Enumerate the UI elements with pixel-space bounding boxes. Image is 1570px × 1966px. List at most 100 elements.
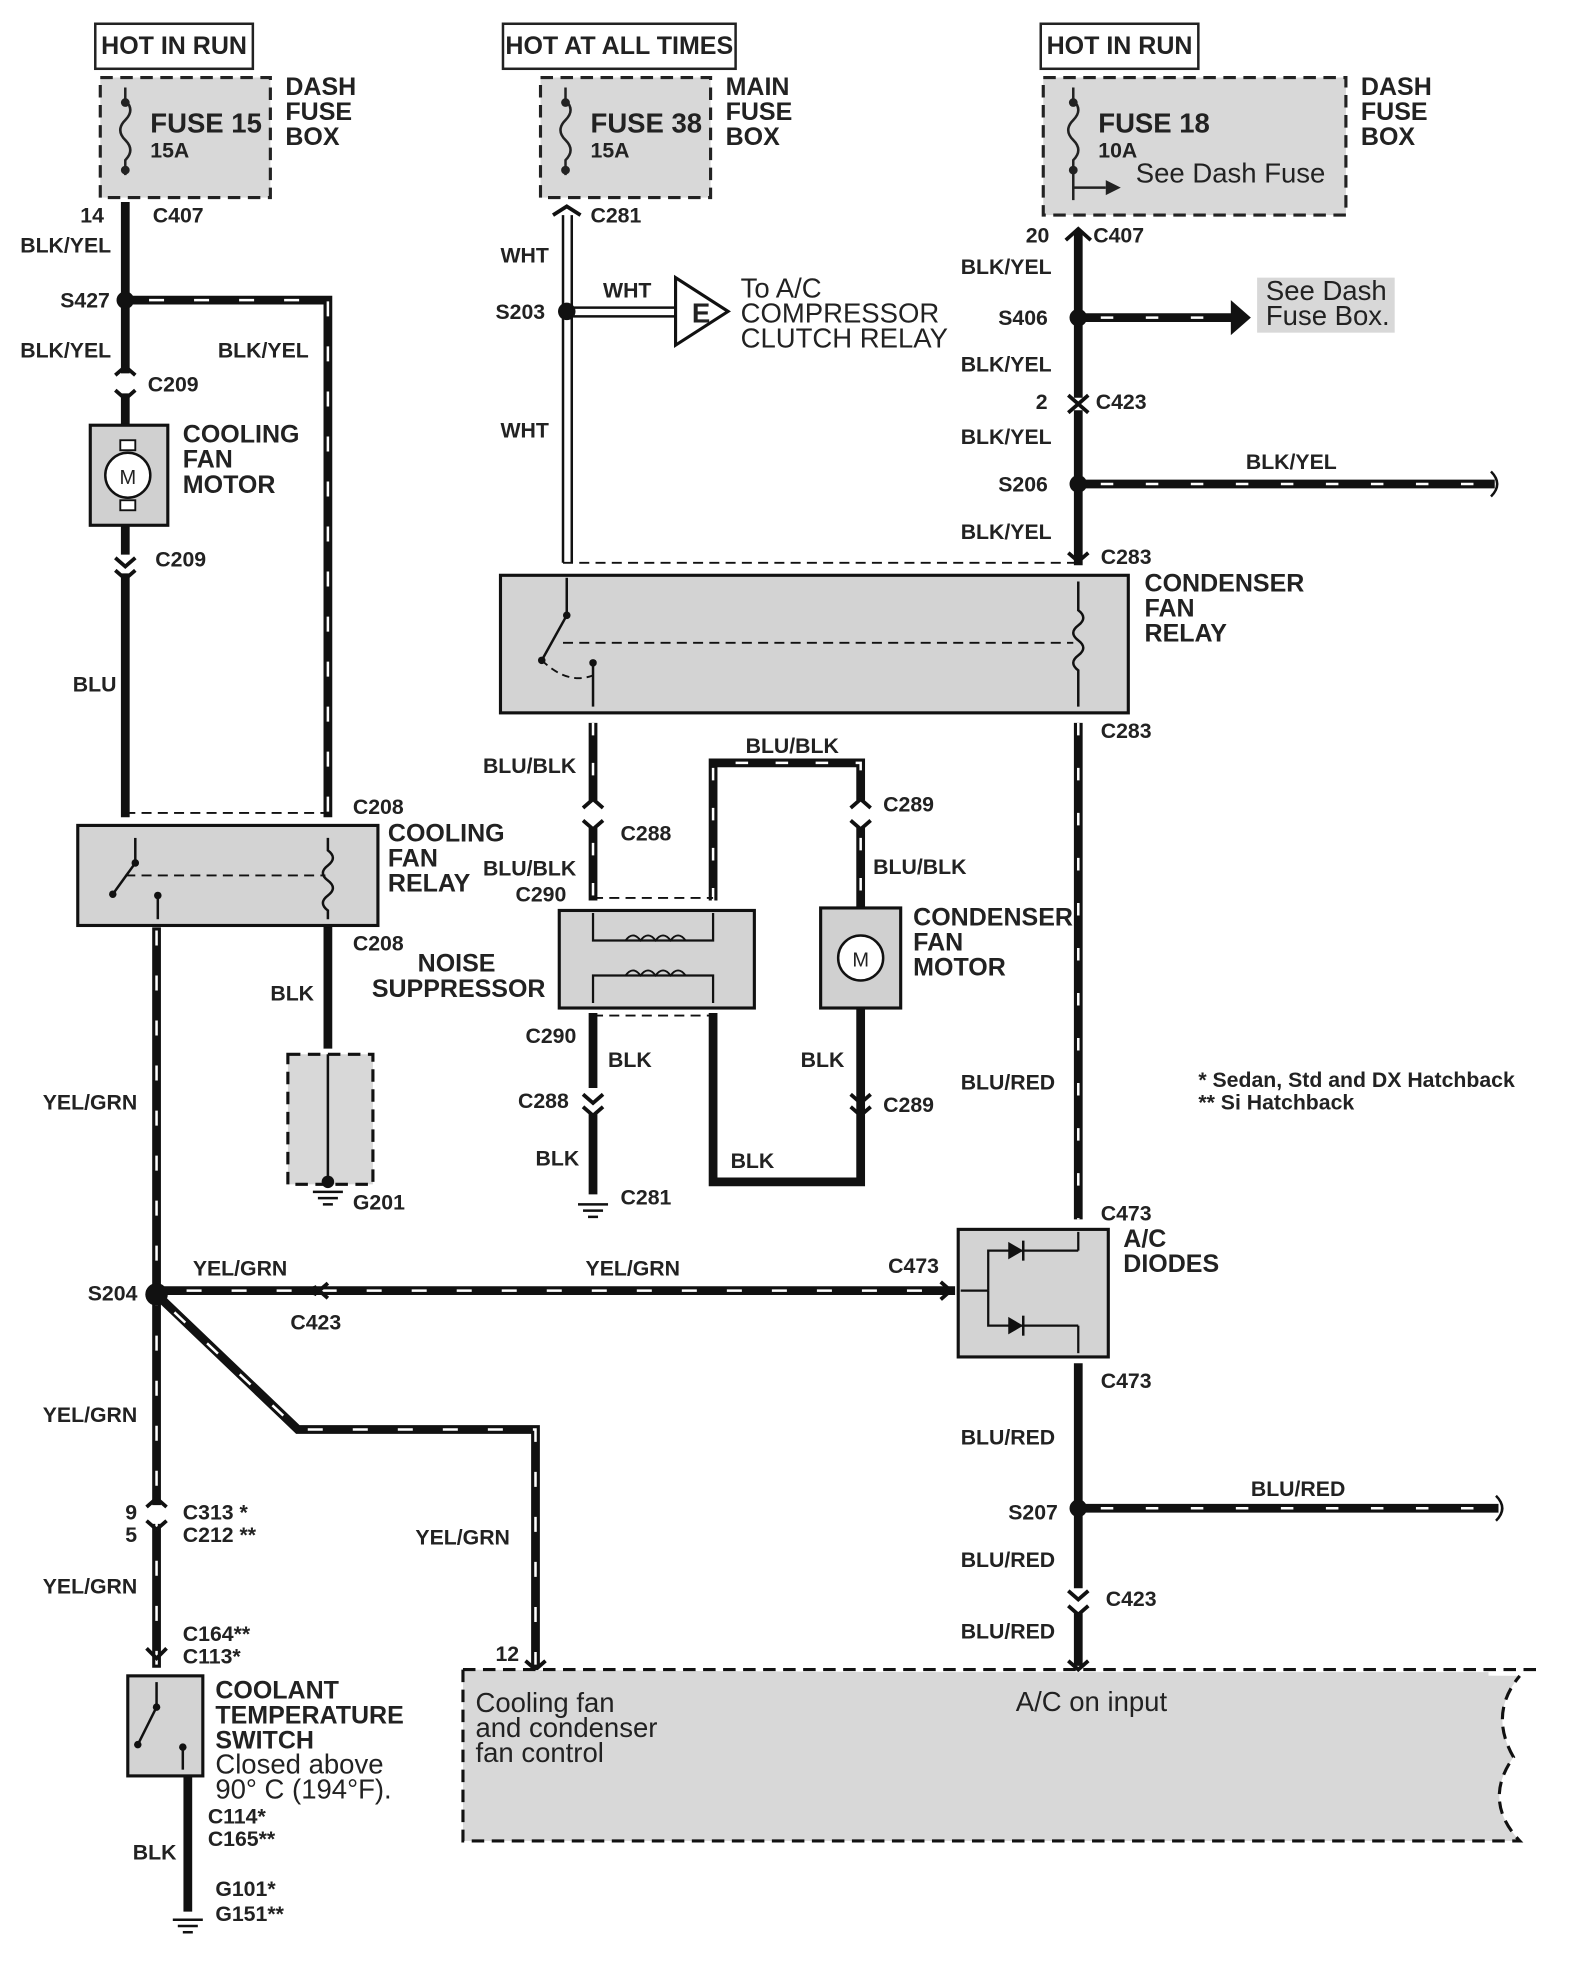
see-dash-fuse-box-line-2: Fuse Box. bbox=[1266, 300, 1390, 331]
condenser-fan-motor-line-2: FAN bbox=[913, 928, 963, 956]
hot-at-all-times-label: HOT AT ALL TIMES bbox=[505, 32, 733, 60]
wire-label-yel-grn-3: YEL/GRN bbox=[586, 1257, 680, 1281]
splice-s204: S204 bbox=[88, 1282, 138, 1306]
hot-in-run-label-1: HOT IN RUN bbox=[101, 32, 247, 60]
fuse-18-box-line-3: BOX bbox=[1361, 123, 1416, 151]
ground-g201: G201 bbox=[353, 1190, 405, 1214]
splice-s427: S427 bbox=[60, 289, 110, 313]
note-si-hatchback: ** Si Hatchback bbox=[1198, 1090, 1354, 1114]
wire-label-blu-blk-2: BLU/BLK bbox=[746, 734, 840, 758]
wire-label-blu-blk-3: BLU/BLK bbox=[483, 856, 577, 880]
conn-c473-1: C473 bbox=[1101, 1202, 1152, 1226]
cooling-fan-motor-line-3: MOTOR bbox=[183, 471, 276, 499]
wire-label-blk-yel-6: BLK/YEL bbox=[961, 425, 1052, 449]
pin-2: 2 bbox=[1036, 390, 1048, 414]
control-unit-line-2: and condenser bbox=[475, 1712, 657, 1743]
condenser-fan-motor: M bbox=[819, 906, 903, 1010]
ac-relay-marker: E bbox=[674, 274, 731, 349]
ac-on-input-label: A/C on input bbox=[1016, 1686, 1168, 1717]
wire-label-yel-grn-1: YEL/GRN bbox=[43, 1090, 137, 1114]
fuse-18-note: See Dash Fuse bbox=[1136, 158, 1326, 189]
fuse-18-box-line-2: FUSE bbox=[1361, 98, 1428, 126]
condenser-fan-relay-line-1: CONDENSER bbox=[1145, 570, 1305, 598]
cooling-fan-relay-line-1: COOLING bbox=[388, 820, 505, 848]
wire-label-blk-3: BLK bbox=[608, 1048, 652, 1072]
coolant-temperature-switch bbox=[126, 1674, 205, 1778]
conn-c407-1: C407 bbox=[153, 204, 204, 228]
wire-label-blu-blk-4: BLU/BLK bbox=[873, 855, 967, 879]
conn-c208-1: C208 bbox=[353, 795, 404, 819]
conn-c208-2: C208 bbox=[353, 931, 404, 955]
splice-s207-dot bbox=[1069, 1499, 1088, 1518]
wire-label-blu: BLU bbox=[73, 673, 117, 697]
note-sedan: * Sedan, Std and DX Hatchback bbox=[1198, 1068, 1515, 1092]
wire-label-yel-grn-6: YEL/GRN bbox=[43, 1574, 137, 1598]
ground-g101-symbol bbox=[172, 1918, 203, 1934]
wire-label-wht-2: WHT bbox=[603, 279, 651, 303]
fuse-18-box-line-1: DASH bbox=[1361, 73, 1432, 101]
motor-m-label-1: M bbox=[119, 467, 136, 489]
conn-c113: C113* bbox=[183, 1644, 242, 1668]
fuse-38-box-line-3: BOX bbox=[726, 123, 781, 151]
wire-label-wht-3: WHT bbox=[500, 419, 548, 443]
conn-c290-1: C290 bbox=[515, 883, 566, 907]
conn-c212: C212 ** bbox=[183, 1523, 257, 1547]
conn-c283-2: C283 bbox=[1101, 719, 1152, 743]
fuse-38: FUSE 38 15A bbox=[538, 75, 713, 200]
ac-relay-text-3: CLUTCH RELAY bbox=[741, 323, 948, 354]
right-circuit-wires bbox=[1073, 231, 1499, 1666]
control-unit-line-3: fan control bbox=[475, 1737, 603, 1768]
wire-label-blk-6: BLK bbox=[731, 1149, 775, 1173]
wire-label-blk-2: BLK bbox=[133, 1841, 177, 1865]
ground-c281-symbol bbox=[578, 1203, 609, 1219]
coolant-switch-line-1: COOLANT bbox=[215, 1676, 339, 1704]
wire-label-blu-red-2: BLU/RED bbox=[961, 1425, 1055, 1449]
noise-suppressor bbox=[557, 897, 756, 1017]
cooling-fan-control-unit bbox=[461, 1668, 1539, 1843]
conn-c283-1: C283 bbox=[1101, 545, 1152, 569]
fuse-15: FUSE 15 15A bbox=[98, 75, 272, 200]
coolant-switch-note-1: Closed above bbox=[215, 1748, 383, 1779]
splice-s427-dot bbox=[116, 291, 135, 309]
pin-5: 5 bbox=[125, 1523, 137, 1547]
wire-label-blk-yel-5: BLK/YEL bbox=[961, 352, 1052, 376]
conn-c288-1: C288 bbox=[621, 821, 672, 845]
cooling-fan-relay bbox=[76, 811, 380, 928]
splice-s203: S203 bbox=[495, 300, 545, 324]
fuse-38-rating: 15A bbox=[591, 139, 630, 163]
wire-label-blk-yel-4: BLK/YEL bbox=[961, 255, 1052, 279]
left-circuit-wires bbox=[120, 201, 956, 1912]
conn-c164: C164** bbox=[183, 1622, 251, 1646]
cooling-fan-motor: M bbox=[88, 423, 170, 527]
pin-14: 14 bbox=[80, 204, 104, 228]
ac-relay-text-2: COMPRESSOR bbox=[741, 298, 940, 329]
s406-arrow bbox=[1230, 300, 1251, 336]
pin-20: 20 bbox=[1026, 224, 1050, 248]
ac-diodes-line-2: DIODES bbox=[1123, 1250, 1219, 1278]
wire-label-blu-red-5: BLU/RED bbox=[961, 1619, 1055, 1643]
wire-label-blk-5: BLK bbox=[535, 1147, 579, 1171]
ground-g151: G151** bbox=[215, 1902, 284, 1926]
wire-label-yel-grn-4: YEL/GRN bbox=[43, 1403, 137, 1427]
wire-label-yel-grn-5: YEL/GRN bbox=[415, 1526, 509, 1550]
conn-c281-1: C281 bbox=[591, 204, 642, 228]
conn-c473-2: C473 bbox=[888, 1254, 939, 1278]
conn-c313: C313 * bbox=[183, 1501, 249, 1525]
right-circuit-hatch bbox=[1077, 316, 1499, 1510]
wire-labels: BLK/YEL BLK/YEL BLK/YEL BLU BLK YEL/GRN … bbox=[20, 234, 1345, 1865]
see-dash-fuse-box-panel bbox=[1257, 277, 1395, 333]
condenser-connector-marks bbox=[581, 796, 872, 1119]
conn-c289-2: C289 bbox=[883, 1093, 934, 1117]
cooling-fan-motor-line-2: FAN bbox=[183, 446, 233, 474]
cooling-fan-relay-line-3: RELAY bbox=[388, 870, 471, 898]
coolant-switch-note-2: 90° C (194°F). bbox=[215, 1773, 391, 1804]
s206-break bbox=[1490, 470, 1499, 498]
splice-s206: S206 bbox=[998, 473, 1048, 497]
wire-label-blu-red-1: BLU/RED bbox=[961, 1070, 1055, 1094]
middle-circuit-wires bbox=[561, 215, 1079, 564]
wire-label-blk-yel-7: BLK/YEL bbox=[1246, 450, 1337, 474]
wire-label-blk-4: BLK bbox=[801, 1048, 845, 1072]
ac-relay-marker-letter: E bbox=[692, 298, 710, 329]
conn-c288-2: C288 bbox=[518, 1089, 569, 1113]
